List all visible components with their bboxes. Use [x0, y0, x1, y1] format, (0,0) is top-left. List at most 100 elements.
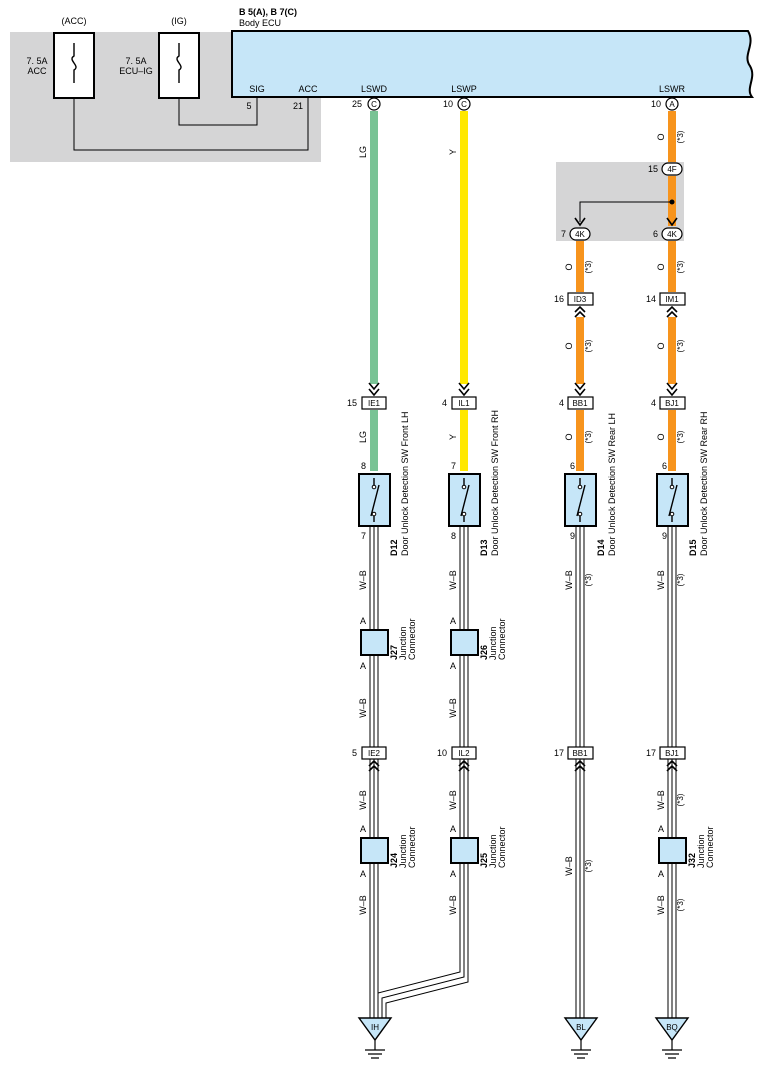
switch-d15: 6 9 D15 Door Unlock Detection SW Rear RH — [656, 411, 709, 556]
fuse-ig-name: ECU–IG — [119, 66, 153, 76]
svg-text:A: A — [360, 869, 366, 879]
ecu-lswp-terminal — [457, 97, 471, 111]
conn-ie1-box — [361, 396, 387, 410]
svg-text:Connector: Connector — [407, 618, 417, 660]
conn-bb1-bot-pin: 17 — [554, 748, 564, 758]
wb-note-3d: (*3) — [584, 859, 593, 872]
conn-ie1-pin: 15 — [347, 398, 357, 408]
conn-bj1-bot-pin: 17 — [646, 748, 656, 758]
conn-il2-box — [451, 746, 477, 760]
conn-im1-box — [659, 292, 686, 306]
wire-label-o-4r: O — [656, 433, 666, 440]
ecu-lswr-conn: A — [669, 100, 675, 109]
ecu-name: Body ECU — [239, 18, 281, 28]
wire-note-o-4r: (*3) — [676, 430, 685, 443]
arrows-row3 — [368, 759, 678, 772]
wire-ig-sig — [178, 97, 258, 126]
svg-text:A: A — [658, 869, 664, 879]
conn-bj1-bot-name: BJ1 — [665, 749, 679, 758]
arrow-id3 — [574, 305, 586, 318]
ecu-lswr-pin: 10 — [651, 99, 661, 109]
branch-splice-line — [579, 201, 672, 222]
switch-d12-pin-top: 8 — [361, 461, 366, 471]
fuse-acc-box — [53, 32, 95, 99]
conn-id3-pin: 16 — [554, 294, 564, 304]
switch-d13-code: D13 — [479, 539, 489, 556]
switch-d12-code: D12 — [389, 539, 399, 556]
fuse-ig-rating: 7. 5A — [125, 56, 146, 66]
wire-acc-acc — [73, 97, 309, 151]
conn-bb1-top-pin: 4 — [559, 398, 564, 408]
ground-bq: BQ — [654, 1017, 690, 1059]
ground-bq-icon — [662, 1040, 682, 1059]
switch-d14-code: D14 — [596, 539, 606, 556]
conn-bj1-top-name: BJ1 — [665, 399, 679, 408]
svg-text:J27: J27 — [389, 645, 399, 660]
wire-note-o-3l: (*3) — [584, 339, 593, 352]
conn-im1-name: IM1 — [665, 295, 679, 304]
wire-o-left-2 — [576, 317, 584, 384]
wire-o-left-3 — [576, 410, 584, 471]
ecu-out-lswd-label: LSWD — [361, 84, 388, 94]
ecu-lswd-conn: C — [371, 100, 377, 109]
wb-wires — [369, 527, 677, 1018]
svg-text:A: A — [360, 824, 366, 834]
switch-d12-pin-bot: 7 — [361, 531, 366, 541]
conn-bb1-top-box — [567, 396, 594, 410]
wire-note-o-2r: (*3) — [676, 260, 685, 273]
ecu-acc-pin: 21 — [293, 101, 303, 111]
fuse-acc-icon — [71, 43, 77, 83]
conn-im1-pin: 14 — [646, 294, 656, 304]
conn-il2-pin: 10 — [437, 748, 447, 758]
svg-text:Junction: Junction — [488, 834, 498, 868]
svg-text:J32: J32 — [687, 853, 697, 868]
switch-d14-pin-top: 6 — [570, 461, 575, 471]
wire-label-lg-2: LG — [358, 431, 368, 443]
junction-j27: A A J27 Junction Connector — [360, 616, 417, 671]
svg-text:A: A — [450, 869, 456, 879]
conn-il1-name: IL1 — [458, 399, 470, 408]
svg-text:Connector: Connector — [407, 826, 417, 868]
switch-d14-pin-bot: 9 — [570, 531, 575, 541]
arrow-4k-right — [666, 217, 678, 227]
wire-label-o-1: O — [656, 133, 666, 140]
switch-d13-pin-top: 7 — [451, 461, 456, 471]
wire-label-y-2: Y — [448, 434, 458, 440]
conn-il2-name: IL2 — [458, 749, 470, 758]
svg-text:Connector: Connector — [497, 826, 507, 868]
junction-j24: A A J24 Junction Connector — [360, 824, 417, 879]
switch-d14-name: Door Unlock Detection SW Rear LH — [607, 413, 617, 556]
wb-labels: W–B W–B W–B (*3) W–B (*3) W–B W–B W–B W–… — [358, 570, 685, 915]
switch-d13: 7 8 D13 Door Unlock Detection SW Front R… — [448, 410, 500, 556]
wb-label-3a: W–B — [564, 570, 574, 590]
wb-wire-white-core — [371, 528, 675, 1016]
branch-splice-dot — [669, 199, 675, 205]
wb-label-2b: W–B — [448, 698, 458, 718]
fuse-acc-tag: (ACC) — [62, 16, 87, 26]
wb-label-4a: W–B — [656, 570, 666, 590]
wb-label-2a: W–B — [448, 570, 458, 590]
conn-bj1-bot-box — [659, 746, 686, 760]
conn-id3-name: ID3 — [574, 295, 587, 304]
svg-text:Junction: Junction — [398, 626, 408, 660]
ground-bl-icon — [571, 1040, 591, 1059]
wire-note-o-1: (*3) — [676, 130, 685, 143]
wire-note-o-3r: (*3) — [676, 339, 685, 352]
svg-text:IH: IH — [371, 1023, 379, 1032]
conn-4f-label: 4F — [667, 165, 676, 174]
ecu-lswp-pin: 10 — [443, 99, 453, 109]
wb-note-3a: (*3) — [584, 573, 593, 586]
svg-text:J24: J24 — [389, 853, 399, 868]
fuse-acc-rating: 7. 5A — [26, 56, 47, 66]
fuse-ig-tag: (IG) — [171, 16, 187, 26]
wb-label-3d: W–B — [564, 856, 574, 876]
wire-label-o-4l: O — [564, 433, 574, 440]
switch-d12: 8 7 D12 Door Unlock Detection SW Front L… — [358, 411, 410, 556]
wire-y-upper — [460, 111, 468, 384]
conn-4k-right-label: 4K — [667, 230, 677, 239]
svg-text:J26: J26 — [479, 645, 489, 660]
ecu-acc-label: ACC — [298, 84, 318, 94]
junction-j26: A A J26 Junction Connector — [450, 616, 507, 671]
ground-bl: BL — [563, 1017, 599, 1059]
